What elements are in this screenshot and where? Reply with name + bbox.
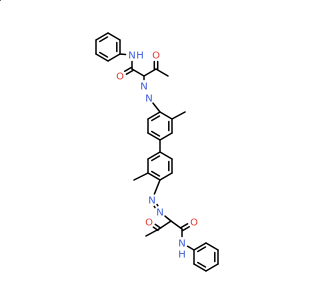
- nitrogen-atom: N: [128, 51, 135, 62]
- single-bond: [145, 228, 160, 237]
- double-bond: [197, 261, 207, 268]
- oxygen-atom: O: [190, 218, 198, 229]
- double-bond: [147, 172, 161, 181]
- single-bond: [159, 132, 173, 141]
- nitrogen-atom: N: [178, 239, 185, 250]
- single-bond: [158, 220, 172, 230]
- oxygen-atom: O: [145, 218, 153, 229]
- nitrogen-atom: N: [145, 94, 152, 105]
- single-bond: [164, 215, 172, 222]
- nitrogen-atom: N: [140, 82, 147, 93]
- single-bond: [133, 172, 149, 181]
- single-bond: [170, 220, 183, 230]
- double-bond: [151, 170, 161, 177]
- single-bond: [153, 179, 161, 195]
- double-bond: [153, 205, 156, 209]
- nitrogen-atom: N: [148, 196, 155, 207]
- single-bond: [171, 111, 186, 120]
- single-bond: [159, 172, 173, 181]
- double-bond: [99, 51, 109, 58]
- single-bond: [205, 263, 219, 272]
- double-bond: [180, 223, 189, 229]
- double-bond: [147, 132, 161, 141]
- double-bond: [193, 242, 207, 251]
- double-bond: [151, 155, 161, 162]
- single-bond: [186, 245, 195, 251]
- double-bond: [182, 225, 190, 232]
- double-bond: [95, 32, 109, 41]
- double-bond: [99, 36, 109, 43]
- single-bond: [143, 68, 157, 77]
- double-bond: [125, 69, 134, 75]
- double-bond: [193, 263, 207, 272]
- double-bond: [124, 66, 132, 73]
- double-bond: [147, 111, 161, 120]
- single-bond: [107, 53, 121, 62]
- double-bond: [147, 151, 161, 160]
- double-bond: [197, 246, 207, 253]
- single-bond: [107, 32, 121, 41]
- bond-layer: [0, 0, 219, 272]
- double-bond: [151, 115, 161, 122]
- single-bond: [159, 151, 173, 160]
- single-bond: [205, 242, 219, 251]
- single-bond: [131, 68, 145, 77]
- double-bond: [154, 223, 161, 229]
- oxygen-atom: O: [116, 72, 124, 83]
- double-bond: [156, 203, 159, 207]
- double-bond: [151, 130, 161, 137]
- nitrogen-atom: N: [156, 208, 163, 219]
- single-bond: [152, 102, 161, 113]
- single-bond: [155, 68, 169, 77]
- double-bond: [95, 53, 109, 62]
- hydrogen-atom: H: [136, 51, 144, 62]
- oxygen-atom: O: [152, 51, 160, 62]
- hydrogen-atom: H: [178, 250, 186, 261]
- single-bond: [159, 111, 173, 120]
